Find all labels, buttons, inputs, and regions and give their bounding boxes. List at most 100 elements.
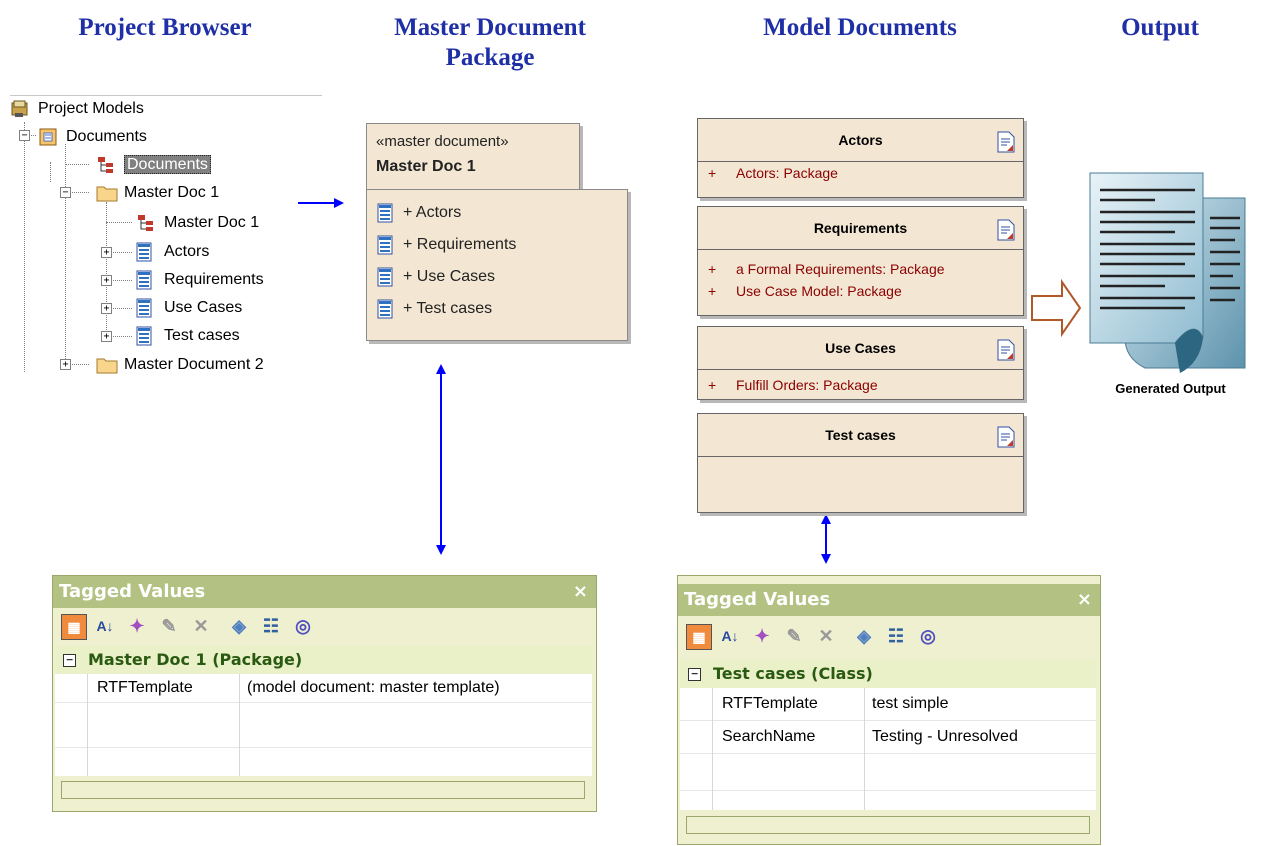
- collapse-icon[interactable]: −: [688, 668, 701, 681]
- sort-alpha-icon[interactable]: A↓: [721, 628, 739, 644]
- document-class-icon: [136, 270, 156, 290]
- model-document-test-cases[interactable]: Test cases: [697, 413, 1024, 513]
- new-tag-icon[interactable]: ✦: [129, 616, 145, 636]
- tag-icon[interactable]: ◈: [232, 616, 246, 636]
- document-class-icon: [136, 298, 156, 318]
- categorized-view-icon[interactable]: ▦: [61, 614, 87, 640]
- tree-node-label: Test cases: [164, 327, 240, 344]
- table-row-empty[interactable]: [680, 754, 1096, 791]
- document-class-icon: [377, 299, 393, 319]
- project-browser-tree: Project Models − Documents Documents − M…: [0, 92, 330, 392]
- package-item-label: + Use Cases: [403, 268, 496, 285]
- tag-icon[interactable]: ◈: [857, 626, 871, 646]
- tree-node-label: Master Document 2: [124, 356, 264, 373]
- master-package-tab[interactable]: «master document» Master Doc 1: [366, 123, 580, 191]
- tree-node-master-document-2[interactable]: Master Document 2: [96, 352, 264, 378]
- help-icon[interactable]: ◎: [295, 616, 311, 636]
- table-row[interactable]: RTFTemplate(model document: master templ…: [55, 674, 592, 703]
- expand-icon[interactable]: +: [101, 275, 112, 286]
- package-item[interactable]: + Actors: [377, 200, 461, 226]
- panel-title: Tagged Values: [684, 589, 831, 610]
- model-document-use-cases[interactable]: Use Cases +Fulfill Orders: Package: [697, 326, 1024, 400]
- package-item[interactable]: + Requirements: [377, 232, 516, 258]
- tree-node-requirements[interactable]: Requirements: [136, 267, 264, 293]
- model-document-requirements[interactable]: Requirements +a Formal Requirements: Pac…: [697, 206, 1024, 316]
- document-class-icon: [377, 203, 393, 223]
- expand-icon[interactable]: +: [101, 247, 112, 258]
- document-icon: [997, 215, 1015, 241]
- class-attribute: +Actors: Package: [708, 165, 838, 181]
- folder-icon: [96, 183, 118, 203]
- package-item[interactable]: + Test cases: [377, 296, 492, 322]
- class-title: Actors: [838, 132, 883, 148]
- collapse-icon[interactable]: −: [60, 187, 71, 198]
- tree-node-documents-diagram[interactable]: Documents: [96, 152, 211, 178]
- tree-node-use-cases[interactable]: Use Cases: [136, 295, 242, 321]
- tree-node-label: Use Cases: [164, 299, 243, 316]
- diagram-icon: [96, 155, 116, 175]
- tagged-values-toolbar: ▦ A↓ ✦ ✎ ✕ ◈ ☷ ◎: [678, 618, 1100, 654]
- package-item-label: + Test cases: [403, 300, 493, 317]
- package-item-label: + Actors: [403, 204, 462, 221]
- package-name: Master Doc 1: [376, 158, 476, 175]
- tagged-values-group[interactable]: −Master Doc 1 (Package): [55, 646, 592, 674]
- tagged-values-group[interactable]: −Test cases (Class): [680, 660, 1096, 688]
- close-icon[interactable]: ×: [1076, 589, 1092, 610]
- class-title: Test cases: [825, 427, 896, 443]
- tagged-values-panel-right: Tagged Values × ▦ A↓ ✦ ✎ ✕ ◈ ☷ ◎ −Test ca…: [677, 575, 1101, 845]
- tree-node-label: Requirements: [164, 271, 264, 288]
- panel-footer: [61, 781, 585, 799]
- collapse-icon[interactable]: −: [19, 130, 30, 141]
- tag-value[interactable]: Testing - Unresolved: [872, 728, 1018, 745]
- delete-icon[interactable]: ✕: [193, 616, 209, 636]
- panel-title-bar: Tagged Values ×: [53, 576, 596, 608]
- model-document-actors[interactable]: Actors +Actors: Package: [697, 118, 1024, 198]
- package-item-label: + Requirements: [403, 236, 517, 253]
- generated-output-caption: Generated Output: [1115, 381, 1226, 396]
- tree-root-project-models[interactable]: Project Models: [10, 96, 144, 122]
- package-item[interactable]: + Use Cases: [377, 264, 495, 290]
- table-row-empty[interactable]: [55, 703, 592, 748]
- document-icon: [997, 422, 1015, 448]
- tag-value[interactable]: test simple: [872, 695, 949, 712]
- document-class-icon: [136, 242, 156, 262]
- header-master-document-package: Master Document Package: [394, 14, 586, 71]
- delete-icon[interactable]: ✕: [818, 626, 834, 646]
- package-icon: [38, 127, 58, 147]
- tree-node-label: Actors: [164, 243, 210, 260]
- tree-node-documents[interactable]: Documents: [38, 124, 147, 150]
- tagged-values-toolbar: ▦ A↓ ✦ ✎ ✕ ◈ ☷ ◎: [53, 608, 596, 644]
- panel-title: Tagged Values: [59, 581, 206, 602]
- class-attribute: +a Formal Requirements: Package: [708, 261, 945, 277]
- new-tag-icon[interactable]: ✦: [754, 626, 770, 646]
- header-project-browser: Project Browser: [78, 14, 252, 41]
- tree-node-master-doc-1[interactable]: Master Doc 1: [96, 180, 219, 206]
- tree-node-actors[interactable]: Actors: [136, 239, 209, 265]
- close-icon[interactable]: ×: [572, 581, 588, 602]
- group-label: Test cases (Class): [713, 664, 873, 683]
- collapse-icon[interactable]: −: [63, 654, 76, 667]
- tag-value[interactable]: (model document: master template): [247, 679, 500, 696]
- tree-node-master-doc-1-diagram[interactable]: Master Doc 1: [136, 210, 259, 236]
- expand-icon[interactable]: +: [101, 303, 112, 314]
- group-label: Master Doc 1 (Package): [88, 650, 303, 669]
- expand-icon[interactable]: +: [60, 359, 71, 370]
- edit-tag-icon[interactable]: ✎: [786, 626, 802, 646]
- list-icon[interactable]: ☷: [262, 616, 280, 636]
- categorized-view-icon[interactable]: ▦: [686, 624, 712, 650]
- tree-root-label: Project Models: [38, 100, 144, 117]
- class-attribute: +Fulfill Orders: Package: [708, 377, 878, 393]
- help-icon[interactable]: ◎: [920, 626, 936, 646]
- tree-node-test-cases[interactable]: Test cases: [136, 323, 240, 349]
- header-model-documents: Model Documents: [763, 14, 957, 41]
- expand-icon[interactable]: +: [101, 331, 112, 342]
- list-icon[interactable]: ☷: [887, 626, 905, 646]
- master-package-body[interactable]: + Actors + Requirements + Use Cases + Te…: [366, 189, 628, 341]
- sort-alpha-icon[interactable]: A↓: [96, 618, 114, 634]
- tree-node-label: Documents: [66, 128, 147, 145]
- diagram-icon: [136, 213, 156, 233]
- edit-tag-icon[interactable]: ✎: [161, 616, 177, 636]
